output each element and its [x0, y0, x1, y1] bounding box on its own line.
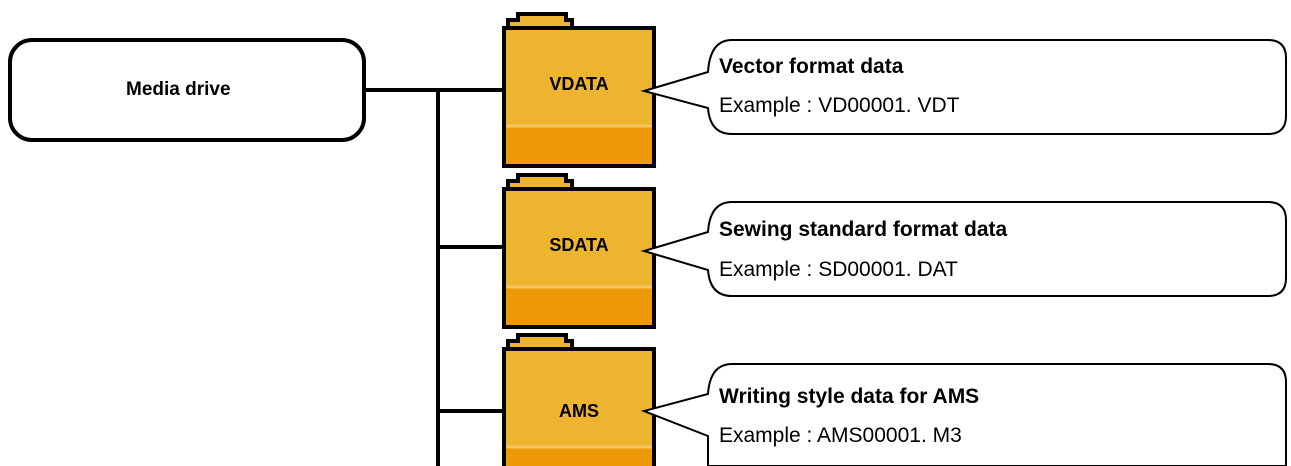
folder-icon[interactable] [502, 333, 656, 466]
callout-title-vdata: Vector format data [719, 55, 904, 78]
folder-label-ams: AMS [559, 401, 599, 421]
callout-example-vdata: Example : VD00001. VDT [719, 94, 960, 117]
callout-bubble [640, 363, 1287, 466]
media-drive-label: Media drive [126, 79, 231, 100]
callout-title-sdata: Sewing standard format data [719, 218, 1008, 241]
callout-bubble [640, 201, 1287, 297]
folder-label-sdata: SDATA [549, 235, 609, 255]
callout-bubble [640, 39, 1287, 135]
media-drive-node[interactable] [8, 38, 366, 142]
folder-icon[interactable] [502, 173, 656, 329]
folder-icon[interactable] [502, 12, 656, 168]
tree-connectors [366, 88, 504, 466]
callout-title-ams: Writing style data for AMS [719, 385, 980, 408]
callout-example-ams: Example : AMS00001. M3 [719, 424, 962, 447]
callout-example-sdata: Example : SD00001. DAT [719, 258, 958, 281]
folder-label-vdata: VDATA [549, 74, 609, 94]
